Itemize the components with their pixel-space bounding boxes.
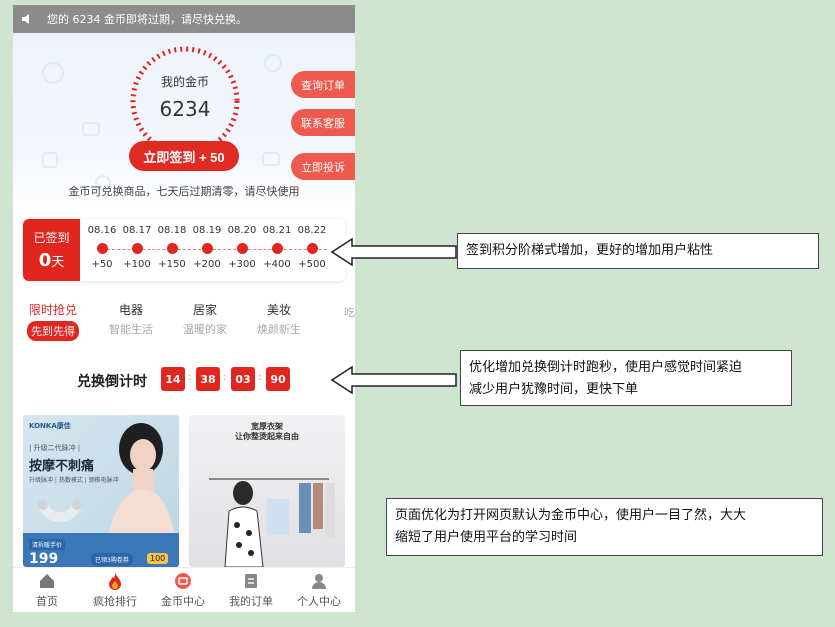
checkin-card: 已签到 0天 08.16+50 08.17+100 08.18+150 08.1… — [23, 219, 345, 281]
phone-screen: 您的 6234 金币即将过期，请尽快兑换。 我的金币 6234 立即签到 + 5… — [13, 5, 355, 612]
coin-expiry-hint: 金币可兑换商品，七天后过期清零，请尽快使用 — [68, 185, 300, 198]
arrow-left-icon — [330, 237, 457, 267]
query-order-button[interactable]: 查询订单 — [291, 71, 355, 98]
tab-home[interactable]: 居家温暖的家 — [183, 303, 227, 336]
annotation-coin-center: 页面优化为打开网页默认为金币中心，使用户一目了然，大大 缩短了用户使用平台的学习… — [386, 498, 823, 556]
product-headline: 按摩不刺痛 — [29, 459, 95, 474]
checkin-badge-title: 已签到 — [33, 231, 70, 245]
tab-my-orders[interactable]: 我的订单 — [217, 572, 285, 609]
tab-profile[interactable]: 个人中心 — [285, 572, 353, 609]
product-card-clothes-rack[interactable]: 宽厚衣架 让你整烫起来自由 — [189, 415, 345, 567]
checkin-day[interactable]: 08.18+150 — [157, 225, 187, 270]
bottom-tab-bar: 首页 疯抢排行 金币中心 我的订单 个人中心 — [13, 567, 355, 612]
coin-balance: 6234 — [159, 97, 211, 121]
neck-massager-image — [38, 500, 82, 523]
checkin-line — [102, 249, 327, 250]
checkin-badge-count: 0天 — [38, 250, 65, 271]
tab-food[interactable]: 吃 — [344, 306, 355, 319]
background-pattern — [42, 54, 282, 191]
countdown-label: 兑换倒计时 — [77, 374, 147, 390]
countdown-minutes: 38 — [196, 367, 220, 391]
speaker-icon — [22, 14, 29, 24]
checkin-days: 08.16+50 08.17+100 08.18+150 08.19+200 0… — [80, 219, 345, 281]
checkin-day[interactable]: 08.22+500 — [297, 225, 327, 270]
countdown-seconds: 03 — [231, 367, 255, 391]
expiry-notice-bar: 您的 6234 金币即将过期，请尽快兑换。 — [13, 5, 355, 33]
tab-coin-center[interactable]: 金币中心 — [149, 572, 217, 609]
product-headline: 宽厚衣架 — [251, 422, 283, 431]
coin-progress-ring — [130, 46, 240, 156]
contact-service-button[interactable]: 联系客服 — [291, 109, 355, 136]
checkin-day[interactable]: 08.17+100 — [122, 225, 152, 270]
product-price: 199 — [29, 551, 59, 567]
product-brand: KONKA康佳 — [29, 422, 71, 430]
checkin-day[interactable]: 08.19+200 — [192, 225, 222, 270]
product-card-massager[interactable]: KONKA康佳 | 升级二代脉冲 | 按摩不刺痛 升级脉冲 | 热敷模式 | 颈… — [23, 415, 179, 567]
tab-hot-ranking[interactable]: 疯抢排行 — [81, 572, 149, 609]
checkin-day[interactable]: 08.16+50 — [87, 225, 117, 270]
category-tabs: 限时抢兑先到先得 电器智能生活 居家温暖的家 美妆焕颜新生 吃 — [13, 301, 355, 345]
exchange-countdown: 兑换倒计时 14 : 38 : 03 : 90 — [13, 367, 355, 393]
order-icon — [245, 574, 257, 588]
checkin-day[interactable]: 08.21+400 — [262, 225, 292, 270]
complaint-button[interactable]: 立即投诉 — [291, 153, 355, 180]
annotation-checkin: 签到积分阶梯式增加，更好的增加用户粘性 — [457, 233, 819, 269]
coin-hero: 我的金币 6234 立即签到 + 50 查询订单 联系客服 立即投诉 金币可兑换… — [13, 33, 355, 213]
home-icon — [40, 574, 54, 588]
coin-center-icon — [175, 573, 191, 589]
tab-beauty[interactable]: 美妆焕颜新生 — [257, 303, 301, 336]
sign-in-button[interactable]: 立即签到 + 50 — [129, 141, 239, 171]
user-icon — [312, 574, 326, 589]
flame-icon — [109, 573, 121, 590]
clothes-rack-photo — [209, 478, 335, 567]
tab-home-page[interactable]: 首页 — [13, 572, 81, 609]
annotation-countdown: 优化增加兑换倒计时跑秒，使用户感觉时间紧迫 减少用户犹豫时间，更快下单 — [460, 350, 792, 406]
countdown-hours: 14 — [161, 367, 185, 391]
checkin-badge: 已签到 0天 — [23, 219, 80, 281]
tab-flash-sale[interactable]: 限时抢兑先到先得 — [21, 301, 85, 341]
countdown-ms: 90 — [266, 367, 290, 391]
checkin-day[interactable]: 08.20+300 — [227, 225, 257, 270]
coin-label: 我的金币 — [160, 75, 209, 89]
tab-appliances[interactable]: 电器智能生活 — [109, 303, 153, 336]
notice-text: 您的 6234 金币即将过期，请尽快兑换。 — [47, 13, 247, 26]
arrow-left-icon — [330, 365, 457, 395]
